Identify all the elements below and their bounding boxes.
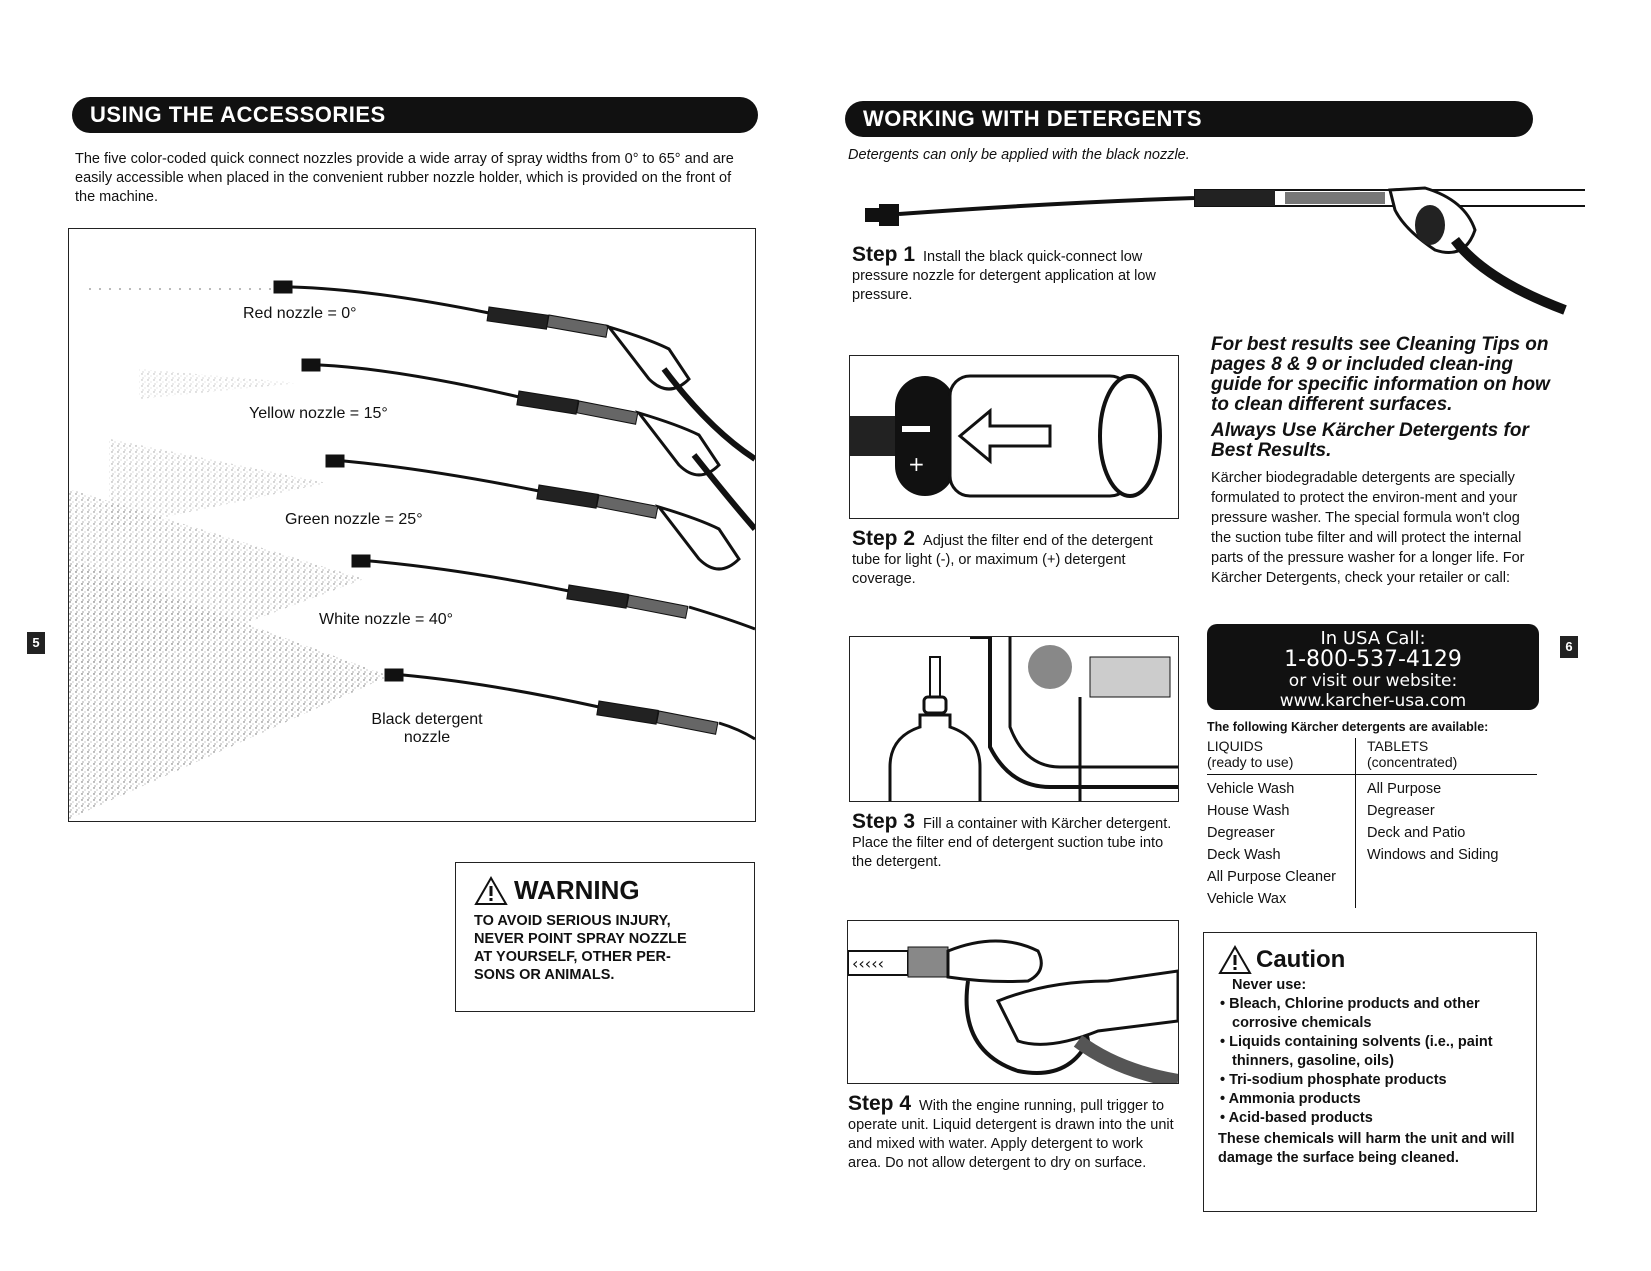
list-item: Windows and Siding: [1367, 847, 1499, 863]
warning-line-2: NEVER POINT SPRAY NOZZLE: [474, 931, 687, 947]
warning-line-4: SONS OR ANIMALS.: [474, 967, 615, 983]
warning-line-3: AT YOURSELF, OTHER PER-: [474, 949, 671, 965]
caution-triangle-icon: [1218, 945, 1252, 974]
detergents-heading: The following Kärcher detergents are ava…: [1207, 720, 1489, 734]
cleaning-tip: For best results see Cleaning Tips on pa…: [1211, 334, 1550, 415]
step-2-illustration: +: [849, 355, 1179, 519]
caution-title-row: Caution: [1218, 945, 1522, 975]
detergents-subtitle: Detergents can only be applied with the …: [848, 147, 1190, 163]
page-number-right: 6: [1560, 636, 1578, 658]
step-3-body: Fill a container with Kärcher detergent.…: [852, 816, 1172, 870]
wand-black: [384, 668, 755, 741]
step-3-head: Step 3: [852, 810, 916, 833]
spray-fan-yellow: [139, 369, 299, 399]
list-item: Deck Wash: [1207, 847, 1281, 863]
contact-line-3: or visit our website:: [1288, 671, 1458, 691]
section-title-detergents: WORKING WITH DETERGENTS: [845, 101, 1533, 137]
accessories-intro: The five color-coded quick connect nozzl…: [75, 151, 734, 205]
warning-box: WARNING TO AVOID SERIOUS INJURY, NEVER P…: [455, 862, 755, 1012]
list-item: • Bleach, Chlorine products and other co…: [1220, 996, 1480, 1031]
trigger-hand-drawing: ‹‹‹‹‹: [848, 939, 1178, 1083]
filter-tube-drawing: +: [850, 374, 1162, 498]
spray-fan-green: [109, 439, 327, 529]
nozzle-label-green: Green nozzle = 25°: [285, 511, 423, 528]
tablets-sub: (concentrated): [1367, 754, 1458, 770]
wand-white: [351, 554, 755, 631]
nozzle-label-red: Red nozzle = 0°: [243, 305, 357, 322]
list-item: All Purpose: [1367, 781, 1442, 797]
tablets-head: TABLETS: [1367, 738, 1429, 754]
contact-box: In USA Call: 1-800-537-4129 or visit our…: [1207, 624, 1539, 711]
nozzle-label-black-line1: Black detergent: [371, 711, 483, 728]
spray-wand-drawing: [865, 186, 1585, 315]
caution-box: Caution Never use: • Bleach, Chlorine pr…: [1203, 932, 1537, 1212]
list-item: • Ammonia products: [1220, 1091, 1361, 1107]
wand-green: [325, 454, 741, 571]
tablets-list: All Purpose Degreaser Deck and Patio Win…: [1367, 778, 1498, 866]
section-title-accessories: USING THE ACCESSORIES: [72, 97, 758, 133]
step-2-body: Adjust the filter end of the detergent t…: [852, 533, 1153, 587]
container-machine-drawing: [888, 637, 1178, 801]
liquids-list: Vehicle Wash House Wash Degreaser Deck W…: [1207, 778, 1336, 910]
list-item: All Purpose Cleaner: [1207, 869, 1336, 885]
svg-text:+: +: [908, 452, 925, 476]
step-1-body: Install the black quick-connect low pres…: [852, 249, 1156, 303]
step-1-head: Step 1: [852, 243, 916, 266]
liquids-head: LIQUIDS: [1207, 738, 1264, 754]
contact-line-1: In USA Call:: [1320, 628, 1426, 649]
liquids-sub: (ready to use): [1207, 754, 1294, 770]
step-3-illustration: [849, 636, 1179, 802]
nozzle-wands-drawing: [69, 280, 755, 819]
detergents-table: LIQUIDS (ready to use) TABLETS (concentr…: [1207, 738, 1537, 908]
phone-number: 1-800-537-4129: [1284, 647, 1462, 672]
warning-title-row: WARNING: [474, 875, 736, 906]
liquids-heading: LIQUIDS (ready to use): [1207, 738, 1293, 770]
wand-red: [273, 280, 755, 462]
svg-text:‹‹‹‹‹: ‹‹‹‹‹: [852, 954, 884, 973]
table-divider-v: [1355, 738, 1356, 908]
spray-fan-black: [69, 559, 389, 819]
nozzle-label-white: White nozzle = 40°: [319, 611, 454, 628]
warning-triangle-icon: [474, 875, 508, 905]
step-4-head: Step 4: [848, 1092, 912, 1115]
wand-yellow: [301, 358, 755, 531]
step-2-head: Step 2: [852, 527, 916, 550]
caution-footer: These chemicals will harm the unit and w…: [1218, 1131, 1515, 1166]
tablets-heading: TABLETS (concentrated): [1367, 738, 1457, 770]
list-item: Vehicle Wash: [1207, 781, 1295, 797]
step-4-illustration: ‹‹‹‹‹: [847, 920, 1179, 1084]
always-use-karcher: Always Use Kärcher Detergents for Best R…: [1211, 420, 1529, 461]
never-use-label: Never use:: [1232, 977, 1307, 993]
nozzle-label-yellow: Yellow nozzle = 15°: [249, 405, 388, 422]
table-divider-h: [1207, 774, 1537, 775]
detergent-description: Kärcher biodegradable detergents are spe…: [1211, 470, 1525, 586]
list-item: Vehicle Wax: [1207, 891, 1287, 907]
nozzle-illustration: Red nozzle = 0° Yellow nozzle = 15° Gree…: [68, 228, 756, 822]
list-item: Degreaser: [1207, 825, 1275, 841]
website-url: www.karcher-usa.com: [1279, 691, 1467, 711]
step-4-body: With the engine running, pull trigger to…: [848, 1098, 1174, 1171]
list-item: House Wash: [1207, 803, 1290, 819]
caution-title: Caution: [1256, 946, 1346, 973]
list-item: • Tri-sodium phosphate products: [1220, 1072, 1447, 1088]
list-item: • Liquids containing solvents (i.e., pai…: [1220, 1034, 1493, 1069]
list-item: Degreaser: [1367, 803, 1435, 819]
nozzle-label-black-line2: nozzle: [403, 729, 451, 746]
list-item: Deck and Patio: [1367, 825, 1466, 841]
warning-line-1: TO AVOID SERIOUS INJURY,: [474, 913, 671, 929]
warning-title: WARNING: [514, 875, 640, 905]
page-number-left: 5: [27, 632, 45, 654]
warning-text: TO AVOID SERIOUS INJURY, NEVER POINT SPR…: [474, 912, 736, 984]
list-item: • Acid-based products: [1220, 1110, 1373, 1126]
nozzle-label-black: Black detergent nozzle: [357, 711, 497, 747]
caution-list: • Bleach, Chlorine products and other co…: [1218, 995, 1522, 1128]
